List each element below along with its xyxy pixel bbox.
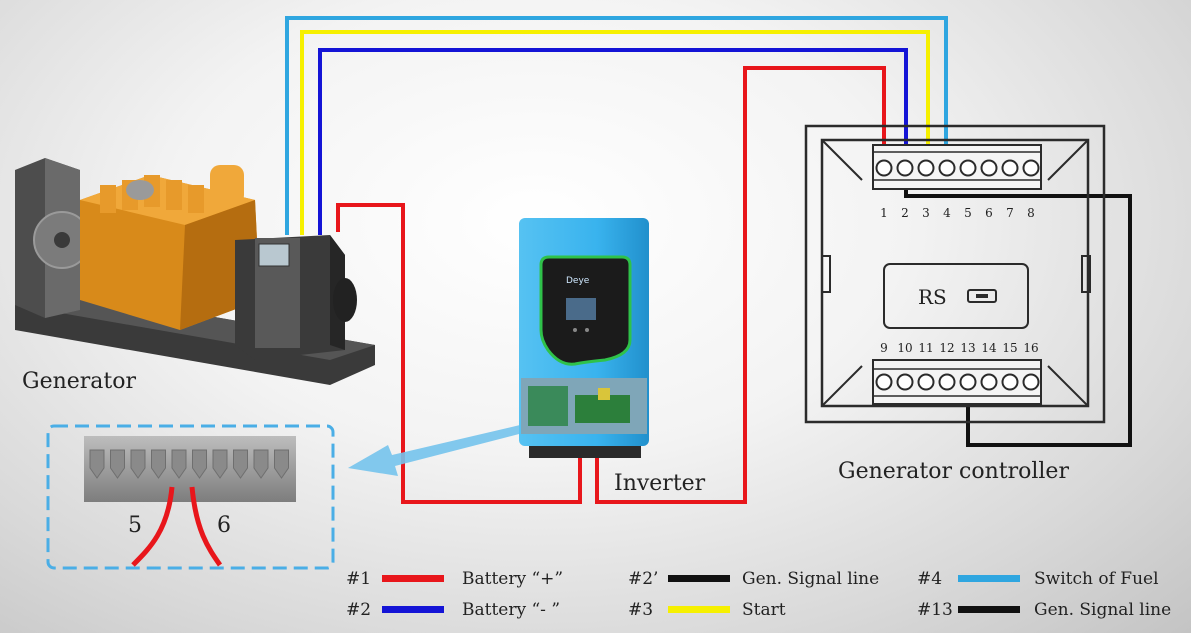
wires — [285, 16, 1132, 504]
controller-terminal-12 — [938, 373, 956, 391]
terminal-number-13: 13 — [960, 341, 975, 355]
terminal-number-9: 9 — [880, 341, 888, 355]
terminal-number-15: 15 — [1002, 341, 1017, 355]
terminal-number-2: 2 — [901, 206, 909, 220]
controller-terminal-4 — [938, 159, 956, 177]
controller-terminal-10 — [896, 373, 914, 391]
inverter-brand: Deye — [566, 276, 590, 286]
legend-label: Gen. Signal line — [1034, 600, 1171, 620]
terminal-number-12: 12 — [939, 341, 954, 355]
legend-id: #1 — [346, 569, 371, 589]
legend-label: Battery “- ” — [462, 600, 560, 620]
terminal-number-7: 7 — [1006, 206, 1014, 220]
inverter-label: Inverter — [614, 471, 706, 496]
terminal-inset: 5 6 — [46, 424, 335, 570]
wire-gen-signal-2 — [904, 170, 1132, 447]
legend-label: Switch of Fuel — [1034, 569, 1159, 589]
wire-switch-of-fuel — [285, 16, 948, 235]
legend-swatch — [668, 606, 730, 613]
legend-id: #13 — [917, 600, 953, 620]
controller-terminal-16 — [1022, 373, 1040, 391]
controller-terminal-15 — [1001, 373, 1019, 391]
legend-swatch — [382, 575, 444, 582]
terminal-number-1: 1 — [880, 206, 888, 220]
terminal-number-4: 4 — [943, 206, 951, 220]
controller-terminal-14 — [980, 373, 998, 391]
controller-terminal-11 — [917, 373, 935, 391]
controller-terminal-5 — [959, 159, 977, 177]
wire-start — [300, 30, 930, 235]
terminal-number-6: 6 — [985, 206, 993, 220]
terminal-number-5: 5 — [964, 206, 972, 220]
generator-illustration — [15, 158, 375, 385]
legend-swatch — [668, 575, 730, 582]
inset-terminal-6-label: 6 — [217, 513, 231, 538]
legend-id: #3 — [628, 600, 653, 620]
legend-swatch — [382, 606, 444, 613]
terminal-number-11: 11 — [918, 341, 933, 355]
controller-terminal-8 — [1022, 159, 1040, 177]
controller-terminal-2 — [896, 159, 914, 177]
controller-terminal-6 — [980, 159, 998, 177]
controller-terminal-13 — [959, 373, 977, 391]
legend: #1 Battery “+” #2 Battery “- ” #2’ Gen. Signa… — [346, 569, 1171, 620]
legend-id: #4 — [917, 569, 942, 589]
controller-terminal-9 — [875, 373, 893, 391]
legend-swatch — [958, 575, 1020, 582]
terminal-number-14: 14 — [981, 341, 997, 355]
controller-label: Generator controller — [838, 459, 1069, 484]
terminal-number-8: 8 — [1027, 206, 1035, 220]
terminal-number-16: 16 — [1023, 341, 1038, 355]
legend-label: Gen. Signal line — [742, 569, 879, 589]
inverter-illustration: Deye — [519, 218, 649, 458]
rs-port-label: RS — [918, 285, 947, 309]
controller-terminal-1 — [875, 159, 893, 177]
wire-battery-positive-controller — [595, 66, 886, 504]
controller-terminal-3 — [917, 159, 935, 177]
generator-label: Generator — [22, 369, 137, 394]
legend-swatch — [958, 606, 1020, 613]
pointer-arrow — [348, 425, 523, 476]
terminal-number-3: 3 — [922, 206, 930, 220]
legend-id: #2 — [346, 600, 371, 620]
legend-label: Start — [742, 600, 786, 620]
wire-battery-positive-generator — [336, 203, 582, 504]
usb-port-icon — [967, 289, 997, 303]
inset-terminal-5-label: 5 — [128, 513, 142, 538]
terminal-number-10: 10 — [897, 341, 912, 355]
legend-label: Battery “+” — [462, 569, 563, 589]
wire-battery-negative — [318, 48, 908, 235]
controller-terminal-7 — [1001, 159, 1019, 177]
legend-id: #2’ — [628, 569, 658, 589]
